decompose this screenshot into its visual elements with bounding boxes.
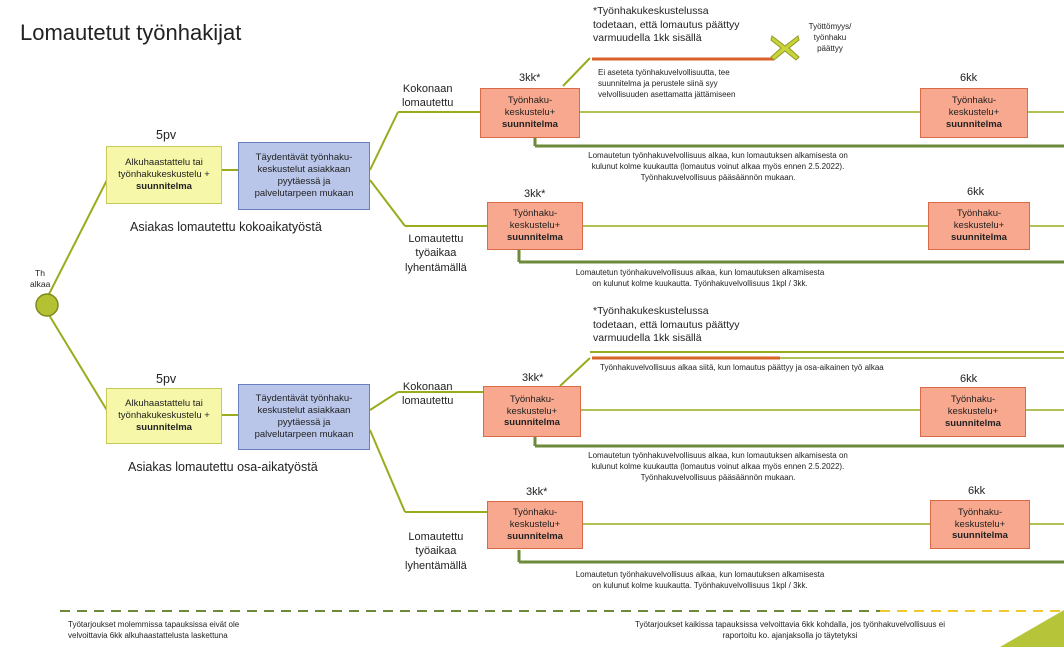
milestone-6kk-3: 6kk (960, 373, 978, 385)
milestone-6kk-1: 6kk (960, 72, 978, 84)
meeting-box-row4-3kk: Työnhaku-keskustelu+suunnitelma (487, 501, 583, 549)
footer-note-left: Työtarjoukset molemmissa tapauksissa eiv… (68, 620, 240, 640)
milestone-6kk-2: 6kk (967, 186, 985, 198)
meeting-box-row1-6kk: Työnhaku-keskustelu+suunnitelma (920, 88, 1028, 138)
milestone-3kk-2: 3kk* (524, 188, 546, 200)
initial-interview-box-1: Alkuhaastattelu tai työnhakukeskustelu +… (106, 146, 222, 204)
initial-interview-box-2: Alkuhaastattelu tai työnhakukeskustelu +… (106, 388, 222, 444)
support-box-2: Täydentävät työnhaku- keskustelut asiakk… (238, 384, 370, 450)
support-box-1: Täydentävät työnhaku- keskustelut asiakk… (238, 142, 370, 210)
obligation-note-row2: Lomautetun työnhakuvelvollisuus alkaa, k… (575, 268, 825, 288)
obligation-note-row3: Lomautetun työnhakuvelvollisuus alkaa, k… (588, 451, 848, 482)
obligation-note-row1: Lomautetun työnhakuvelvollisuus alkaa, k… (588, 151, 848, 182)
day-label-2: 5pv (156, 372, 177, 386)
section-caption-2: Asiakas lomautettu osa-aikatyöstä (128, 460, 318, 474)
unemployment-end-cross-icon (770, 35, 800, 61)
milestone-3kk-4: 3kk* (526, 486, 548, 498)
obligation-note-row4: Lomautetun työnhakuvelvollisuus alkaa, k… (575, 570, 825, 590)
milestone-3kk-3: 3kk* (522, 372, 544, 384)
parttime-obligation-note: Työnhakuvelvollisuus alkaa siitä, kun lo… (600, 363, 884, 372)
milestone-6kk-4: 6kk (968, 485, 986, 497)
meeting-box-row3-3kk: Työnhaku-keskustelu+suunnitelma (483, 386, 581, 437)
start-node (35, 293, 59, 317)
section-caption-1: Asiakas lomautettu kokoaikatyöstä (130, 220, 322, 234)
meeting-box-row2-6kk: Työnhaku-keskustelu+suunnitelma (928, 202, 1030, 250)
day-label-1: 5pv (156, 128, 177, 142)
meeting-box-row1-3kk: Työnhaku-keskustelu+suunnitelma (480, 88, 580, 138)
meeting-box-row4-6kk: Työnhaku-keskustelu+suunnitelma (930, 500, 1030, 549)
milestone-3kk-1: 3kk* (519, 72, 541, 84)
page-title: Lomautetut työnhakijat (20, 20, 242, 45)
footer-note-right: Työtarjoukset kaikissa tapauksissa velvo… (635, 620, 945, 640)
meeting-box-row3-6kk: Työnhaku-keskustelu+suunnitelma (920, 387, 1026, 437)
meeting-box-row2-3kk: Työnhaku-keskustelu+suunnitelma (487, 202, 583, 250)
